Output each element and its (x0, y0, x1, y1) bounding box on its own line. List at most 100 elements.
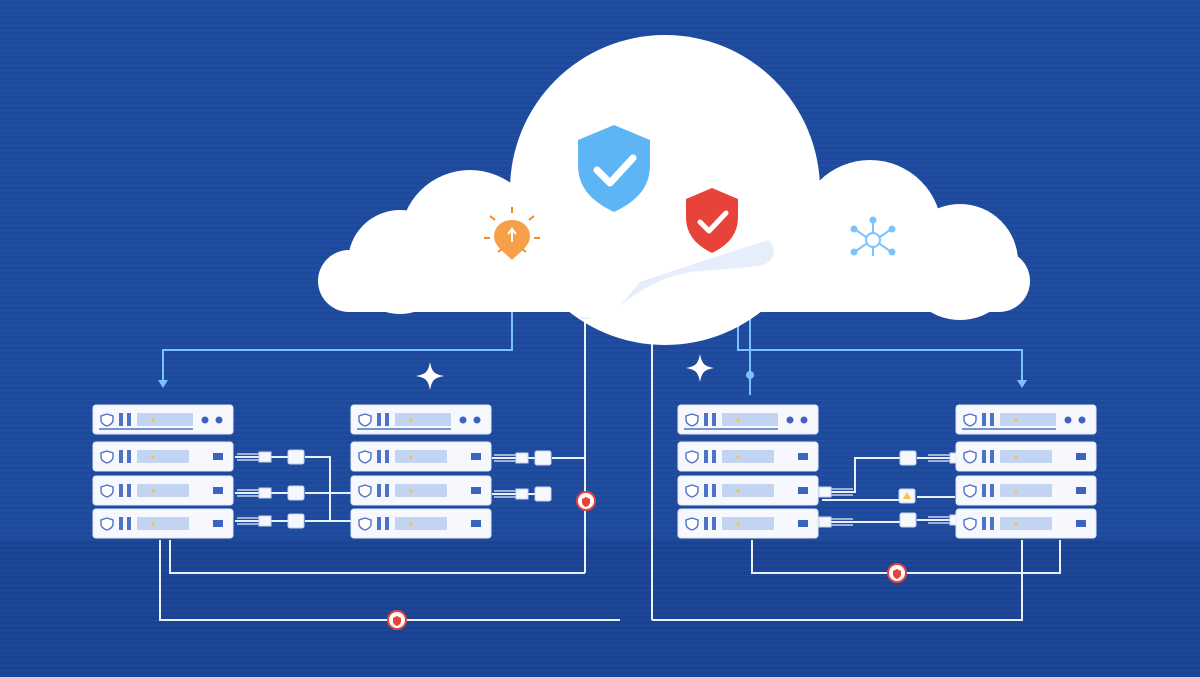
server-unit (350, 508, 492, 539)
link-cloud-rack-1 (162, 312, 513, 383)
cable-plug (237, 487, 272, 499)
server-unit (677, 404, 819, 435)
drive-slot (704, 413, 708, 426)
port-indicator (471, 487, 481, 494)
port-indicator (798, 487, 808, 494)
drive-slot (704, 517, 708, 530)
status-strip (722, 517, 774, 530)
power-light (459, 416, 467, 424)
led-indicator (736, 522, 740, 526)
drive-slot (385, 517, 389, 530)
rack-shield-icon (358, 484, 372, 498)
cable-plug (237, 515, 272, 527)
led-indicator (1014, 522, 1018, 526)
server-rack-1 (92, 404, 234, 539)
drive-slot (127, 517, 131, 530)
arrow-down-rack-1 (158, 380, 168, 388)
drive-slot (990, 484, 994, 497)
port-indicator (471, 453, 481, 460)
port-indicator (1076, 520, 1086, 527)
drive-slot (982, 413, 986, 426)
led-indicator (736, 418, 740, 422)
drive-slot (990, 413, 994, 426)
junction-box (287, 449, 305, 465)
drive-slot (377, 484, 381, 497)
status-strip (395, 517, 447, 530)
server-unit (92, 441, 234, 472)
rack-shield-icon (685, 484, 699, 498)
drive-slot (712, 450, 716, 463)
cable-plug (818, 516, 853, 528)
junction-box (534, 486, 552, 502)
server-unit (677, 475, 819, 506)
sparkle-icon (416, 362, 444, 390)
drive-slot (127, 484, 131, 497)
junction-dot (746, 371, 754, 379)
rack-shield-icon (358, 450, 372, 464)
port-indicator (471, 520, 481, 527)
loop-right-outer (652, 540, 1023, 621)
rack-shield-icon (685, 517, 699, 531)
port-indicator (213, 453, 223, 460)
cloud-highlight (620, 240, 774, 306)
drive-slot (990, 450, 994, 463)
status-strip (1000, 517, 1052, 530)
loop-left-inner (169, 540, 585, 574)
drive-slot (377, 413, 381, 426)
rack-shield-icon (358, 517, 372, 531)
server-unit (677, 508, 819, 539)
shield-check-blue-icon (578, 125, 650, 212)
rack-shield-icon (685, 413, 699, 427)
led-indicator (151, 522, 155, 526)
wires (158, 312, 1061, 621)
status-strip (395, 450, 447, 463)
led-indicator (1014, 418, 1018, 422)
server-rack-2 (350, 404, 492, 539)
led-indicator (409, 418, 413, 422)
server-unit (92, 404, 234, 435)
led-indicator (1014, 455, 1018, 459)
drive-slot (712, 484, 716, 497)
security-pin-icon (887, 563, 907, 583)
server-rack-3 (677, 404, 819, 539)
cloud (318, 35, 1030, 345)
led-indicator (409, 489, 413, 493)
server-unit (955, 475, 1097, 506)
status-strip (1000, 413, 1056, 426)
network-node-icon (850, 216, 896, 256)
status-strip (722, 450, 774, 463)
drive-slot (982, 450, 986, 463)
status-strip (137, 413, 193, 426)
rack-shield-icon (100, 450, 114, 464)
drive-slot (704, 484, 708, 497)
drive-slot (712, 413, 716, 426)
port-indicator (213, 487, 223, 494)
power-light (473, 416, 481, 424)
link-r3-r4-b (822, 496, 955, 501)
server-unit (677, 441, 819, 472)
server-unit (955, 508, 1097, 539)
rack-shield-icon (100, 484, 114, 498)
drive-slot (385, 450, 389, 463)
power-light (1078, 416, 1086, 424)
status-strip (722, 484, 774, 497)
drive-slot (127, 413, 131, 426)
junction-box (899, 512, 917, 528)
sparkle-icon (686, 354, 714, 382)
rack-shield-icon (963, 413, 977, 427)
status-strip (395, 413, 451, 426)
cable-plug (237, 451, 272, 463)
drive-slot (119, 517, 123, 530)
drive-slot (990, 517, 994, 530)
drive-slot (385, 484, 389, 497)
led-indicator (151, 489, 155, 493)
port-indicator (213, 520, 223, 527)
security-pin-icon (387, 610, 407, 630)
status-strip (1000, 484, 1052, 497)
drive-slot (119, 450, 123, 463)
led-indicator (151, 455, 155, 459)
drive-slot (712, 517, 716, 530)
led-indicator (409, 522, 413, 526)
